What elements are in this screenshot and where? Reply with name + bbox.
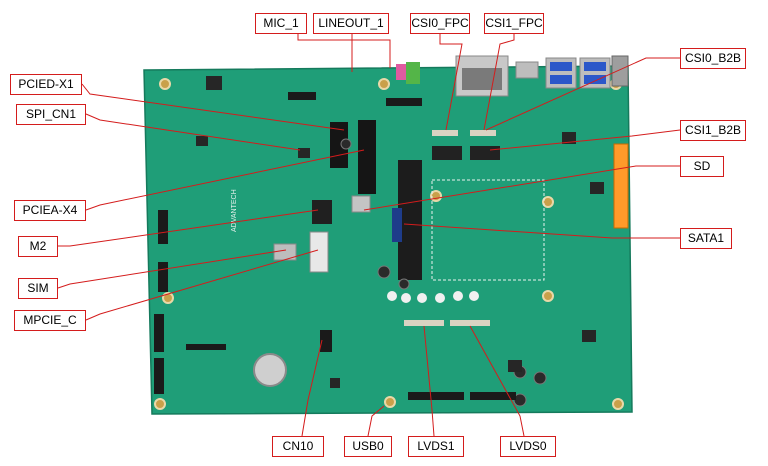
label-mic-1: MIC_1: [255, 13, 307, 34]
board-logo-text: ADVANTECH: [231, 189, 238, 232]
label-cn10: CN10: [272, 436, 324, 457]
label-usb0: USB0: [344, 436, 392, 457]
usb-stack-2-bottom: [584, 75, 606, 84]
usb-stack-1-top: [550, 62, 572, 71]
lineout-jack: [406, 62, 420, 84]
chips: [196, 76, 604, 388]
sd-slot: [351, 195, 371, 213]
label-csi0-fpc: CSI0_FPC: [410, 13, 470, 34]
label-m2: M2: [18, 236, 58, 257]
usb-c-port: [515, 61, 539, 79]
pin-headers: [154, 92, 516, 400]
mic-jack: [396, 64, 406, 80]
power-header: [613, 143, 629, 229]
m2-connector: [312, 200, 332, 224]
label-csi1-fpc: CSI1_FPC: [484, 13, 544, 34]
label-csi0-b2b: CSI0_B2B: [680, 48, 746, 69]
label-pcied-x1: PCIED-X1: [10, 74, 82, 95]
label-pciea-x4: PCIEA-X4: [14, 200, 86, 221]
label-sim: SIM: [18, 278, 58, 299]
label-lvds0: LVDS0: [500, 436, 556, 457]
callout-lines: [57, 32, 681, 437]
lvds1-connector: [404, 320, 444, 326]
csi1-b2b-connector: [470, 146, 500, 160]
dc-jack: [611, 55, 629, 87]
label-sd: SD: [680, 156, 724, 177]
usb-stack-2-top: [584, 62, 606, 71]
pcie-slot-x4: [358, 120, 376, 194]
usb-stack-1-bottom: [550, 75, 572, 84]
label-spi-cn1: SPI_CN1: [16, 104, 86, 125]
label-sata1: SATA1: [680, 228, 732, 249]
csi1-fpc-connector: [470, 130, 496, 136]
coin-battery: [253, 353, 287, 387]
led-row: [387, 291, 479, 303]
sata-connector: [392, 208, 402, 242]
ethernet-jack-1-port: [462, 68, 502, 90]
label-csi1-b2b: CSI1_B2B: [680, 120, 746, 141]
csi0-b2b-connector: [432, 146, 462, 160]
label-lvds1: LVDS1: [408, 436, 464, 457]
mounting-holes: [154, 78, 624, 410]
lvds0-connector: [450, 320, 490, 326]
label-lineout-1: LINEOUT_1: [313, 13, 389, 34]
pcb-board: [143, 65, 633, 415]
label-mpcie-c: MPCIE_C: [14, 310, 86, 331]
module-outline: [431, 179, 545, 281]
csi0-fpc-connector: [432, 130, 458, 136]
capacitors: [340, 138, 547, 407]
